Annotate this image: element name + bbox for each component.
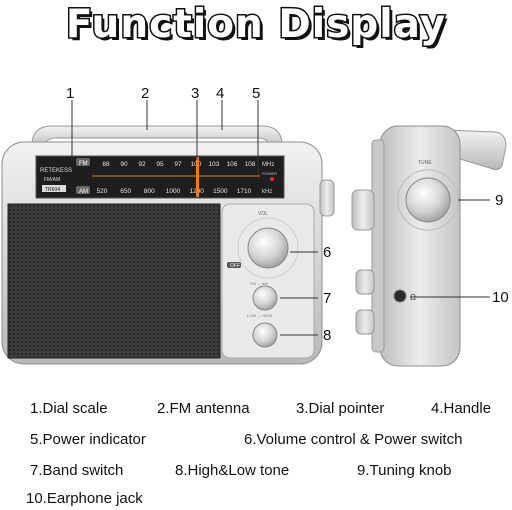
fm-scale-label: 88 <box>102 161 110 168</box>
band-switch-label: FM ↔ AM <box>250 281 268 286</box>
brand-label: RETEKESS <box>40 168 72 174</box>
earphone-jack <box>393 289 407 303</box>
band-label: FM/AM <box>44 177 60 183</box>
caption-dial-scale: 1.Dial scale <box>30 400 108 417</box>
callout-8: 8 <box>323 327 331 344</box>
fm-tag: FM <box>79 161 88 167</box>
control-panel <box>221 203 315 359</box>
model-badge <box>42 185 66 192</box>
callout-5: 5 <box>252 85 260 102</box>
caption-fm-antenna: 2.FM antenna <box>157 400 250 417</box>
fm-scale: 8890929597100103106108 <box>102 161 255 168</box>
band-switch-knob <box>252 285 278 311</box>
speaker-grille <box>7 203 221 359</box>
front-tuning-knob-edge <box>319 179 335 217</box>
tone-knob <box>252 322 278 348</box>
callout-1: 1 <box>66 85 74 102</box>
am-scale-label: 800 <box>144 188 155 195</box>
callout-6: 6 <box>323 244 331 261</box>
radio-side-view: TUNE Ω <box>351 125 507 367</box>
tune-label: TUNE <box>418 160 432 166</box>
am-tag: AM <box>79 189 88 195</box>
callout-9: 9 <box>495 192 503 209</box>
am-scale-label: 1710 <box>237 188 252 195</box>
callout-2: 2 <box>141 85 149 102</box>
fm-scale-label: 95 <box>156 161 164 168</box>
caption-earphone-jack: 10.Earphone jack <box>26 490 143 507</box>
fm-scale-label: 92 <box>138 161 146 168</box>
power-indicator <box>270 177 274 181</box>
power-label: POWER <box>262 171 277 176</box>
fm-scale-label: 103 <box>209 161 220 168</box>
caption-handle: 4.Handle <box>431 400 492 417</box>
am-scale-label: 1000 <box>166 188 181 195</box>
fm-tag-box <box>76 158 90 166</box>
tone-label: LOW ↔ HIGH <box>247 313 272 318</box>
am-scale-label: 650 <box>120 188 131 195</box>
callout-10: 10 <box>492 289 509 306</box>
am-unit: kHz <box>262 189 272 195</box>
fm-scale-label: 90 <box>120 161 128 168</box>
caption-power-indicator: 5.Power indicator <box>30 431 146 448</box>
caption-tuning-knob: 9.Tuning knob <box>357 462 452 479</box>
caption-tone: 8.High&Low tone <box>175 462 290 479</box>
caption-band-switch: 7.Band switch <box>30 462 124 479</box>
callout-7: 7 <box>323 290 331 307</box>
fm-scale-label: 97 <box>174 161 182 168</box>
off-label: OFF <box>230 263 240 269</box>
am-tag-box <box>76 186 90 194</box>
radio-front-view: RETEKESS FM/AM TR604 FM AM 88 90 92 95 97 100… <box>1 125 335 365</box>
callout-lines <box>71 100 490 336</box>
am-scale-label: 1500 <box>213 188 228 195</box>
dial-pointer <box>196 157 199 197</box>
caption-dial-pointer: 3.Dial pointer <box>296 400 385 417</box>
model-label: TR604 <box>45 187 60 193</box>
am-scale-label: 520 <box>97 188 108 195</box>
caption-volume-power: 6.Volume control & Power switch <box>244 431 463 448</box>
callout-3: 3 <box>191 85 199 102</box>
fm-scale-label: 106 <box>227 161 238 168</box>
volume-knob <box>247 227 289 269</box>
fm-scale-label: 108 <box>245 161 256 168</box>
callout-4: 4 <box>216 85 224 102</box>
page-title: Function Display <box>64 1 447 49</box>
fm-unit: MHz <box>262 162 274 168</box>
tuning-knob <box>405 177 451 223</box>
vol-label: VOL <box>258 211 268 217</box>
